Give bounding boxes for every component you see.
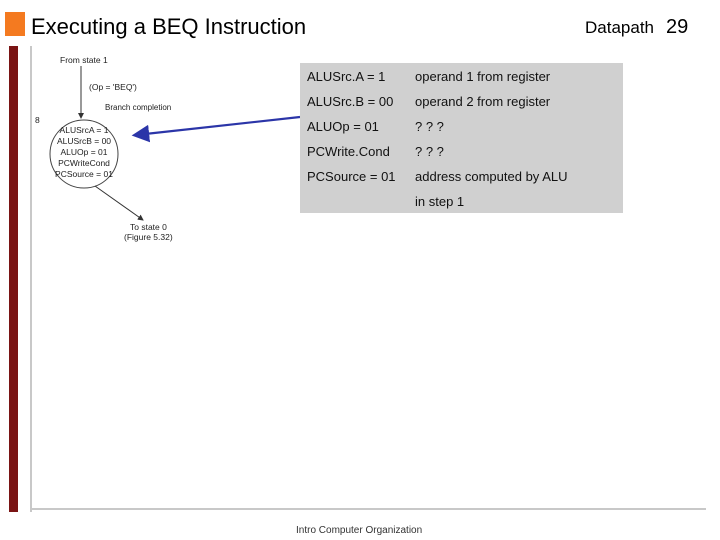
info-description: in step 1 bbox=[415, 194, 465, 209]
transition-condition: (Op = 'BEQ') bbox=[89, 82, 137, 92]
info-signal: PCSource = 01 bbox=[307, 169, 396, 184]
info-description: ? ? ? bbox=[415, 144, 444, 159]
signal-explanation-box: ALUSrc.A = 1 operand 1 from register ALU… bbox=[300, 63, 623, 213]
slide-title: Executing a BEQ Instruction bbox=[31, 14, 307, 39]
state-name-label: Branch completion bbox=[105, 103, 171, 112]
info-description: operand 2 from register bbox=[415, 94, 551, 109]
from-state-label: From state 1 bbox=[60, 55, 108, 65]
footer-text: Intro Computer Organization bbox=[296, 525, 423, 536]
info-description: ? ? ? bbox=[415, 119, 444, 134]
state-signal-pcsource: PCSource = 01 bbox=[55, 169, 113, 179]
info-signal: ALUOp = 01 bbox=[307, 119, 379, 134]
left-accent-bar bbox=[9, 46, 18, 512]
info-description: address computed by ALU bbox=[415, 169, 568, 184]
content-border-bottom bbox=[30, 508, 706, 510]
section-label: Datapath bbox=[585, 18, 654, 37]
page-number: 29 bbox=[666, 16, 689, 38]
info-signal: PCWrite.Cond bbox=[307, 144, 390, 159]
info-description: operand 1 from register bbox=[415, 69, 551, 84]
state-signal-alusrca: ALUSrcA = 1 bbox=[60, 125, 109, 135]
state-circle bbox=[49, 119, 119, 189]
outgoing-transition-arrow bbox=[94, 185, 144, 221]
state-signal-alusrcb: ALUSrcB = 00 bbox=[57, 136, 111, 146]
state-diagram-svg: From state 1 (Op = 'BEQ') Branch complet… bbox=[35, 55, 173, 242]
title-accent-square bbox=[5, 12, 25, 36]
content-border-left bbox=[30, 46, 32, 512]
state-signal-pcwritecond: PCWriteCond bbox=[58, 158, 110, 168]
pointer-arrow bbox=[131, 115, 301, 143]
state-signal-aluop: ALUOp = 01 bbox=[60, 147, 107, 157]
figure-reference: (Figure 5.32) bbox=[124, 232, 173, 242]
to-state-label: To state 0 bbox=[130, 222, 167, 232]
state-number: 8 bbox=[35, 115, 40, 125]
state-diagram: From state 1 (Op = 'BEQ') Branch complet… bbox=[35, 52, 181, 244]
info-signal: ALUSrc.B = 00 bbox=[307, 94, 394, 109]
info-signal: ALUSrc.A = 1 bbox=[307, 69, 386, 84]
